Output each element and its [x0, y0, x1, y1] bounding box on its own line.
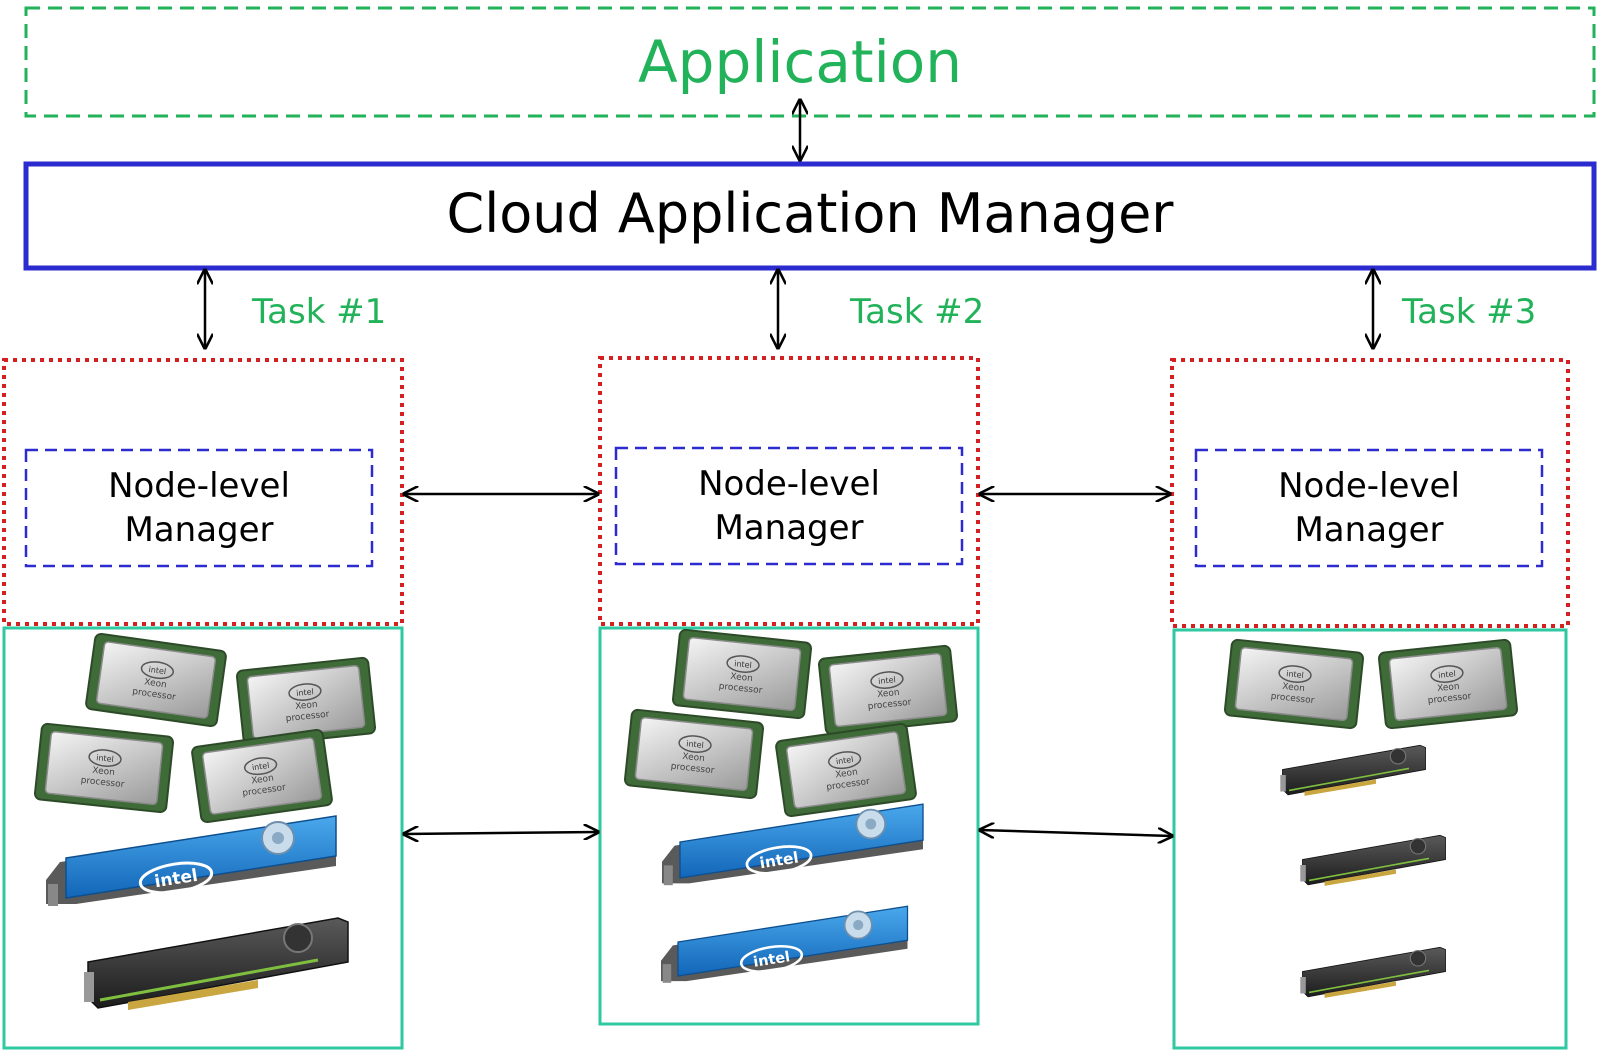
node-3-hardware-box	[1172, 628, 1568, 1050]
node-1-hardware-box	[2, 626, 404, 1050]
node-3-cpu-chip-1	[1223, 638, 1365, 730]
task-1-label: Task #1	[252, 292, 387, 332]
node-2-cpu-chip-2	[817, 644, 959, 736]
node-1-cpu-chip-4	[190, 728, 334, 824]
application-box	[24, 6, 1596, 118]
node-2-3-hardware-arrow	[980, 830, 1172, 836]
task-3-label: Task #3	[1402, 292, 1537, 332]
node-1-2-hardware-arrow	[404, 832, 598, 834]
node-2-hardware-box	[598, 626, 980, 1026]
node-1-manager-label: Node-level Manager	[26, 464, 372, 552]
node-2-manager-label-line2: Manager	[714, 508, 864, 548]
node-3-gpu-card-1	[1279, 744, 1427, 797]
node-3-manager-box	[1194, 448, 1544, 568]
node-3-manager-label: Node-level Manager	[1196, 464, 1542, 552]
node-1-blue-accelerator	[44, 814, 338, 908]
node-3-cpu-chip-2	[1377, 638, 1519, 730]
application-label: Application	[637, 28, 963, 96]
node-3-manager-label-line1: Node-level	[1278, 466, 1460, 506]
node-2-cpu-chip-1	[671, 628, 813, 720]
node-1-manager-label-line1: Node-level	[108, 466, 290, 506]
node-2-manager-label-line1: Node-level	[698, 464, 880, 504]
node-1-box	[2, 358, 404, 626]
node-2-manager-box	[614, 446, 964, 566]
node-3-box	[1170, 358, 1570, 628]
node-2-box	[598, 356, 980, 626]
node-1-cpu-chip-1	[84, 632, 228, 728]
node-1-manager-label-line2: Manager	[124, 510, 274, 550]
node-2-manager-label: Node-level Manager	[616, 462, 962, 550]
node-1-cpu-chip-3	[33, 722, 175, 814]
node-2-blue-accelerator-2	[659, 905, 909, 985]
cloud-application-manager-label: Cloud Application Manager	[446, 182, 1174, 245]
node-1-gpu-card	[82, 916, 350, 1012]
node-3-gpu-card-2	[1299, 834, 1447, 887]
node-2-cpu-chip-3	[623, 708, 765, 800]
node-2-cpu-chip-4	[774, 722, 918, 818]
node-3-gpu-card-3	[1299, 946, 1447, 999]
task-2-label: Task #2	[850, 292, 985, 332]
node-3-manager-label-line2: Manager	[1294, 510, 1444, 550]
cloud-application-manager-box	[23, 161, 1597, 271]
node-1-manager-box	[24, 448, 374, 568]
